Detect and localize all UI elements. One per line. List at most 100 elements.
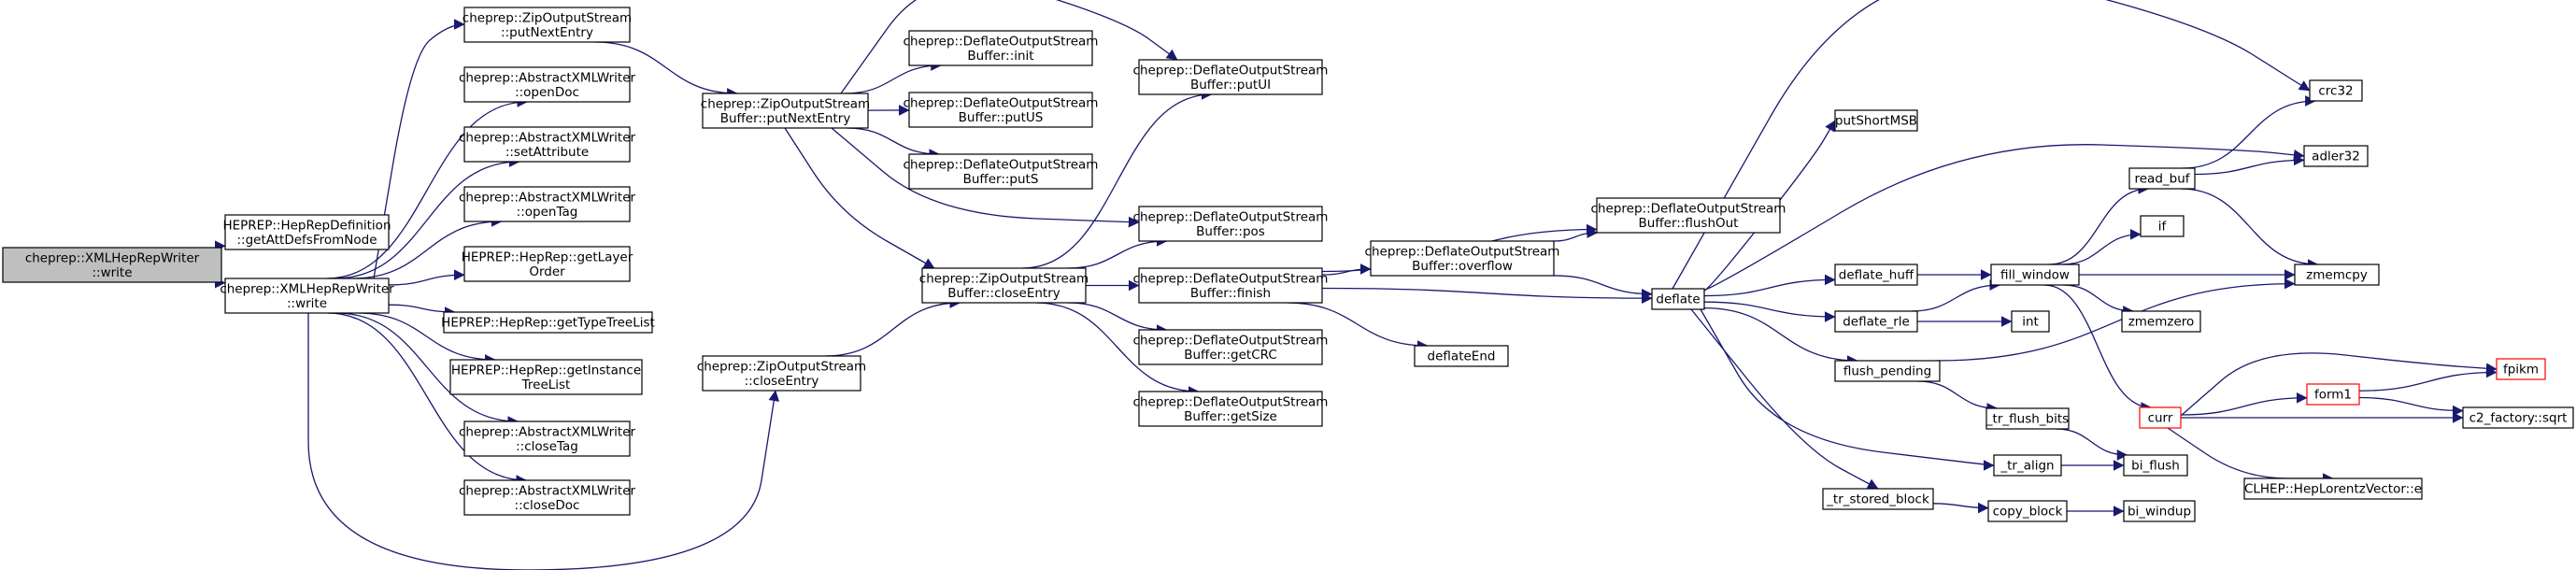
node-dosbFlushOut[interactable]: cheprep::DeflateOutputStreamBuffer::flus…	[1591, 197, 1786, 234]
node-dosbOverflow[interactable]: cheprep::DeflateOutputStreamBuffer::over…	[1365, 240, 1560, 277]
node-closeTag[interactable]: cheprep::AbstractXMLWriter::closeTag	[459, 420, 636, 457]
node-label-openTag-1: ::openTag	[517, 205, 578, 220]
node-label-curr-0: curr	[2148, 411, 2173, 426]
node-box-form1	[2306, 383, 2360, 406]
node-label-trAlign-0: _tr_align	[2000, 459, 2054, 474]
node-int[interactable]: int	[2011, 310, 2050, 333]
node-dosbPutUI[interactable]: cheprep::DeflateOutputStreamBuffer::putU…	[1133, 59, 1329, 95]
node-box-openTag	[463, 186, 631, 222]
node-zmemzero[interactable]: zmemzero	[2121, 310, 2201, 333]
node-label-xmlwrite-0: cheprep::XMLHepRepWriter	[220, 281, 394, 296]
node-label-dosbFinish-1: Buffer::finish	[1190, 286, 1271, 301]
node-deflateEnd[interactable]: deflateEnd	[1414, 345, 1509, 367]
node-deflateRle[interactable]: deflate_rle	[1834, 310, 1918, 333]
node-label-zmemcpy-0: zmemcpy	[2306, 268, 2368, 283]
edge-trFlushBits-to-biFlush	[2056, 428, 2128, 461]
node-zosbPutNextEntry[interactable]: cheprep::ZipOutputStreamBuffer::putNextE…	[701, 93, 870, 129]
node-box-deflate	[1651, 288, 1705, 310]
node-deflate[interactable]: deflate	[1651, 288, 1705, 310]
node-if[interactable]: if	[2140, 215, 2185, 237]
node-zosCloseEntry[interactable]: cheprep::ZipOutputStream::closeEntry	[697, 355, 866, 392]
edge-deflate-to-crc32	[1672, 0, 2311, 290]
node-box-adler32	[2303, 145, 2369, 167]
node-flushPending[interactable]: flush_pending	[1834, 360, 1941, 382]
edge-readBuf-to-adler32	[2194, 154, 2305, 176]
node-fillWindow[interactable]: fill_window	[1990, 264, 2080, 286]
node-openTag[interactable]: cheprep::AbstractXMLWriter::openTag	[459, 186, 636, 222]
node-box-dosbInit	[908, 30, 1093, 66]
node-label-root-1: ::write	[92, 265, 132, 280]
node-label-dosbInit-1: Buffer::init	[967, 49, 1033, 64]
node-label-dosbPutUS-0: cheprep::DeflateOutputStream	[904, 95, 1099, 110]
node-box-int	[2011, 310, 2050, 333]
node-readBuf[interactable]: read_buf	[2128, 167, 2196, 190]
node-xmlwrite[interactable]: cheprep::XMLHepRepWriter::write	[220, 278, 394, 314]
node-putShortMSB[interactable]: putShortMSB	[1834, 109, 1918, 132]
node-box-deflateRle	[1834, 310, 1918, 333]
node-label-deflate-0: deflate	[1656, 292, 1700, 307]
node-box-dosbGetSize	[1138, 391, 1323, 427]
node-hlvE[interactable]: CLHEP::HepLorentzVector::e	[2243, 477, 2423, 500]
node-label-deflateEnd-0: deflateEnd	[1428, 349, 1496, 364]
node-label-hlvE-0: CLHEP::HepLorentzVector::e	[2244, 482, 2422, 497]
edge-zosCloseEntry-to-zosbCloseEntry	[825, 297, 961, 357]
node-box-dosbGetCRC	[1138, 329, 1323, 365]
edge-zosbPutNextEntry-to-zosbCloseEntry	[784, 127, 935, 269]
node-biFlush[interactable]: bi_flush	[2123, 454, 2188, 477]
edge-flushPending-to-trFlushBits	[1917, 380, 1999, 414]
node-box-root	[2, 247, 222, 283]
node-label-crc32-0: crc32	[2318, 84, 2353, 99]
node-label-setAttribute-0: cheprep::AbstractXMLWriter	[459, 130, 636, 145]
node-box-closeTag	[463, 420, 631, 457]
node-adler32[interactable]: adler32	[2303, 145, 2369, 167]
node-sqrt[interactable]: c2_factory::sqrt	[2462, 406, 2574, 429]
node-label-openDoc-0: cheprep::AbstractXMLWriter	[459, 70, 636, 85]
node-label-dosbFinish-0: cheprep::DeflateOutputStream	[1133, 271, 1329, 286]
node-closeDoc[interactable]: cheprep::AbstractXMLWriter::closeDoc	[459, 479, 636, 516]
node-setAttribute[interactable]: cheprep::AbstractXMLWriter::setAttribute	[459, 126, 636, 163]
node-dosbFinish[interactable]: cheprep::DeflateOutputStreamBuffer::fini…	[1133, 267, 1329, 304]
edge-curr-to-hlvE	[2167, 427, 2334, 484]
node-label-biWindup-0: bi_windup	[2128, 505, 2191, 520]
node-biWindup[interactable]: bi_windup	[2123, 500, 2196, 522]
node-zosbCloseEntry[interactable]: cheprep::ZipOutputStreamBuffer::closeEnt…	[919, 267, 1089, 304]
node-label-dosbPutUS-1: Buffer::putUS	[959, 110, 1044, 125]
node-box-readBuf	[2128, 167, 2196, 190]
node-dosbPutUS[interactable]: cheprep::DeflateOutputStreamBuffer::putU…	[904, 92, 1099, 128]
node-zosPutNextEntry[interactable]: cheprep::ZipOutputStream::putNextEntry	[463, 7, 632, 43]
node-zmemcpy[interactable]: zmemcpy	[2294, 264, 2380, 286]
node-label-flushPending-0: flush_pending	[1843, 364, 1931, 379]
node-openDoc[interactable]: cheprep::AbstractXMLWriter::openDoc	[459, 66, 636, 103]
node-trStoredBlock[interactable]: _tr_stored_block	[1822, 488, 1934, 510]
node-label-closeDoc-1: ::closeDoc	[515, 498, 580, 513]
node-trAlign[interactable]: _tr_align	[1993, 454, 2062, 477]
edge-xmlwrite-to-setAttribute	[334, 156, 520, 279]
edge-xmlwrite-to-closeTag	[335, 312, 519, 427]
node-getTypeTreeList[interactable]: HEPREP::HepRep::getTypeTreeList	[441, 311, 655, 334]
node-copyBlock[interactable]: copy_block	[1987, 500, 2068, 522]
node-box-getLayerOrder	[463, 246, 631, 282]
node-dosbGetCRC[interactable]: cheprep::DeflateOutputStreamBuffer::getC…	[1133, 329, 1329, 365]
node-trFlushBits[interactable]: _tr_flush_bits	[1985, 407, 2070, 430]
node-form1[interactable]: form1	[2306, 383, 2360, 406]
node-dosbGetSize[interactable]: cheprep::DeflateOutputStreamBuffer::getS…	[1133, 391, 1329, 427]
node-label-dosbGetCRC-1: Buffer::getCRC	[1184, 348, 1277, 363]
edge-dosbOverflow-to-deflate	[1553, 275, 1653, 300]
node-fpikm[interactable]: fpikm	[2496, 358, 2546, 380]
node-getAttDefsFromNode[interactable]: HEPREP::HepRepDefinition::getAttDefsFrom…	[222, 214, 391, 250]
edge-zosbCloseEntry-to-dosbGetCRC	[1067, 302, 1168, 335]
node-deflateHuff[interactable]: deflate_huff	[1834, 264, 1918, 286]
node-label-dosbGetCRC-0: cheprep::DeflateOutputStream	[1133, 333, 1329, 348]
node-box-biFlush	[2123, 454, 2188, 477]
node-label-closeTag-0: cheprep::AbstractXMLWriter	[459, 424, 636, 439]
node-label-getInstanceTreeList-0: HEPREP::HepRep::getInstance	[451, 363, 641, 378]
node-crc32[interactable]: crc32	[2309, 79, 2363, 102]
node-root[interactable]: cheprep::XMLHepRepWriter::write	[2, 247, 222, 283]
node-curr[interactable]: curr	[2139, 406, 2182, 429]
